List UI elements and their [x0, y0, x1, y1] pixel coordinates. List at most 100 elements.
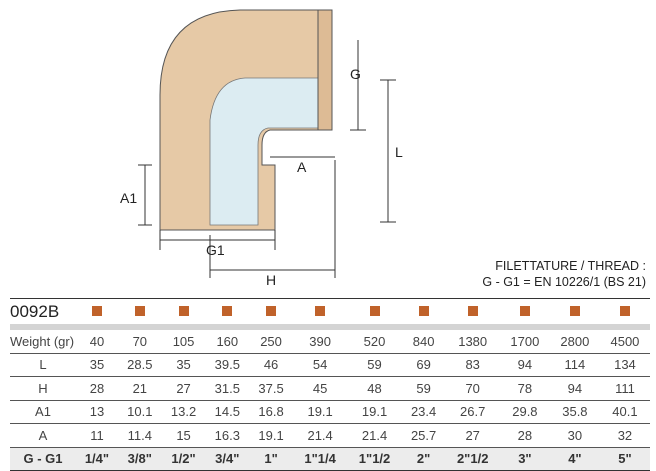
table-cell: 250: [249, 327, 293, 354]
table-cell: 16.3: [205, 423, 250, 448]
table-cell: 114: [549, 353, 600, 377]
table-cell: 37.5: [249, 376, 293, 401]
table-cell: 39.5: [205, 353, 250, 377]
dim-label-g: G: [350, 66, 361, 82]
table-cell: 16.8: [249, 400, 293, 424]
color-marker-icon: [619, 306, 630, 316]
table-cell: 48: [347, 376, 402, 401]
table-cell: 28: [499, 423, 550, 448]
size-cell: 3/8": [117, 447, 162, 471]
table-cell: 45: [292, 376, 348, 401]
table-cell: 105: [161, 327, 206, 354]
table-cell: 94: [549, 376, 600, 401]
dim-label-l: L: [395, 144, 403, 160]
size-cell: 3": [499, 447, 550, 471]
table-cell: 29.8: [499, 400, 550, 424]
thread-note: FILETTATURE / THREAD : G - G1 = EN 10226…: [482, 258, 646, 290]
color-marker-icon: [222, 306, 233, 316]
size-cell: 1/2": [161, 447, 206, 471]
table-cell: 35.8: [549, 400, 600, 424]
table-cell: 23.4: [401, 400, 446, 424]
size-cell: 3/4": [205, 447, 250, 471]
table-cell: 40.1: [599, 400, 650, 424]
size-marker-cell: [161, 298, 206, 330]
table-cell: 390: [292, 327, 348, 354]
table-cell: 4500: [599, 327, 650, 354]
size-cell: 5": [599, 447, 650, 471]
color-marker-icon: [418, 306, 429, 316]
row-label: L: [10, 353, 76, 377]
color-marker-icon: [134, 306, 145, 316]
size-marker-cell: [347, 298, 402, 330]
table-cell: 21.4: [347, 423, 402, 448]
table-cell: 21.4: [292, 423, 348, 448]
table-cell: 27: [161, 376, 206, 401]
size-marker-cell: [249, 298, 293, 330]
size-cell: 4": [549, 447, 600, 471]
row-label: G - G1: [10, 447, 76, 471]
table-cell: 19.1: [292, 400, 348, 424]
table-cell: 11.4: [117, 423, 162, 448]
table-cell: 111: [599, 376, 650, 401]
size-cell: 2"1/2: [445, 447, 500, 471]
color-marker-icon: [569, 306, 580, 316]
size-cell: 1"1/2: [347, 447, 402, 471]
size-cell: 1": [249, 447, 293, 471]
table-cell: 26.7: [445, 400, 500, 424]
dim-label-a1: A1: [120, 190, 138, 206]
row-label: H: [10, 376, 76, 401]
table-cell: 35: [161, 353, 206, 377]
size-marker-cell: [401, 298, 446, 330]
color-marker-icon: [467, 306, 478, 316]
table-cell: 30: [549, 423, 600, 448]
flange: [317, 9, 333, 131]
table-cell: 32: [599, 423, 650, 448]
table-cell: 28.5: [117, 353, 162, 377]
table-cell: 11: [76, 423, 118, 448]
size-marker-cell: [117, 298, 162, 330]
table-cell: 1380: [445, 327, 500, 354]
table-cell: 25.7: [401, 423, 446, 448]
table-cell: 15: [161, 423, 206, 448]
table-cell: 69: [401, 353, 446, 377]
table-cell: 70: [117, 327, 162, 354]
size-marker-cell: [499, 298, 550, 330]
size-cell: 2": [401, 447, 446, 471]
table-cell: 46: [249, 353, 293, 377]
table-cell: 134: [599, 353, 650, 377]
table-cell: 31.5: [205, 376, 250, 401]
table-cell: 14.5: [205, 400, 250, 424]
table-cell: 840: [401, 327, 446, 354]
table-cell: 94: [499, 353, 550, 377]
table-cell: 59: [401, 376, 446, 401]
color-marker-icon: [266, 306, 277, 316]
row-label: A: [10, 423, 76, 448]
table-cell: 21: [117, 376, 162, 401]
color-marker-icon: [315, 306, 326, 316]
elbow-fitting-drawing: [138, 9, 396, 278]
table-cell: 2800: [549, 327, 600, 354]
dim-label-g1: G1: [206, 242, 225, 258]
table-cell: 40: [76, 327, 118, 354]
table-cell: 54: [292, 353, 348, 377]
thread-note-line2: G - G1 = EN 10226/1 (BS 21): [482, 275, 646, 289]
table-cell: 160: [205, 327, 250, 354]
color-marker-icon: [519, 306, 530, 316]
thread-note-line1: FILETTATURE / THREAD :: [495, 259, 646, 273]
size-marker-cell: [549, 298, 600, 330]
table-cell: 10.1: [117, 400, 162, 424]
color-marker-icon: [369, 306, 380, 316]
row-label: A1: [10, 400, 76, 424]
color-marker-icon: [178, 306, 189, 316]
size-marker-cell: [599, 298, 650, 330]
table-cell: 1700: [499, 327, 550, 354]
dim-label-a: A: [297, 159, 307, 175]
table-cell: 13.2: [161, 400, 206, 424]
